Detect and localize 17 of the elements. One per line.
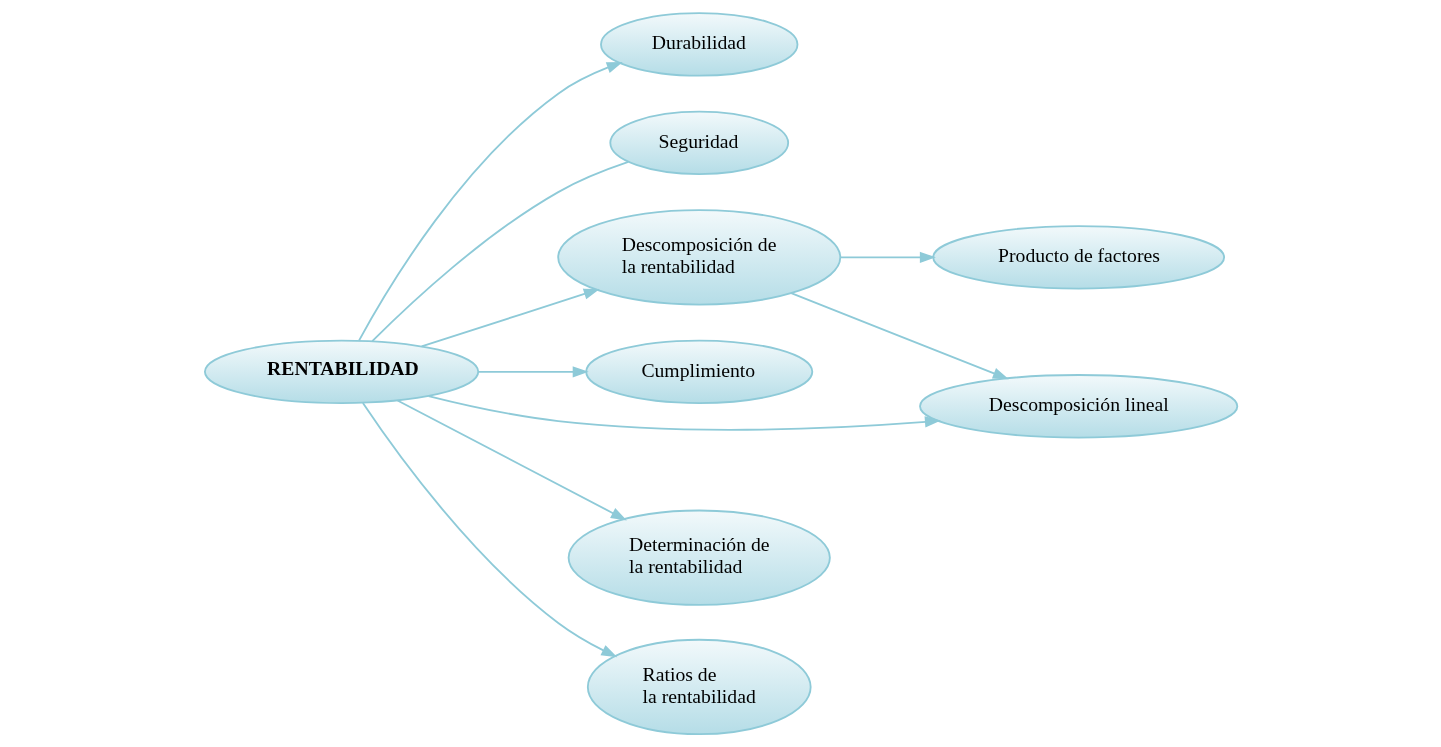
node-ellipse: Durabilidad bbox=[599, 12, 798, 77]
arrow bbox=[357, 62, 623, 342]
arrow bbox=[420, 288, 600, 348]
node-ellipse: Producto de factores bbox=[931, 225, 1225, 290]
connector bbox=[370, 161, 629, 343]
node-ellipse: Descomposición lineal bbox=[918, 374, 1238, 439]
node-ellipse: Seguridad bbox=[608, 110, 789, 176]
arrow bbox=[396, 399, 627, 521]
arrow bbox=[789, 292, 1009, 380]
arrow bbox=[361, 402, 617, 658]
node-ellipse: Ratios de la rentabilidad bbox=[586, 638, 812, 736]
arrow bbox=[427, 395, 941, 431]
node-ellipse: Cumplimiento bbox=[584, 339, 813, 405]
arrow bbox=[477, 366, 589, 378]
node-ellipse: Descomposición de la rentabilidad bbox=[556, 209, 841, 306]
arrow bbox=[838, 251, 936, 263]
node-ellipse: RENTABILIDAD bbox=[203, 339, 479, 405]
